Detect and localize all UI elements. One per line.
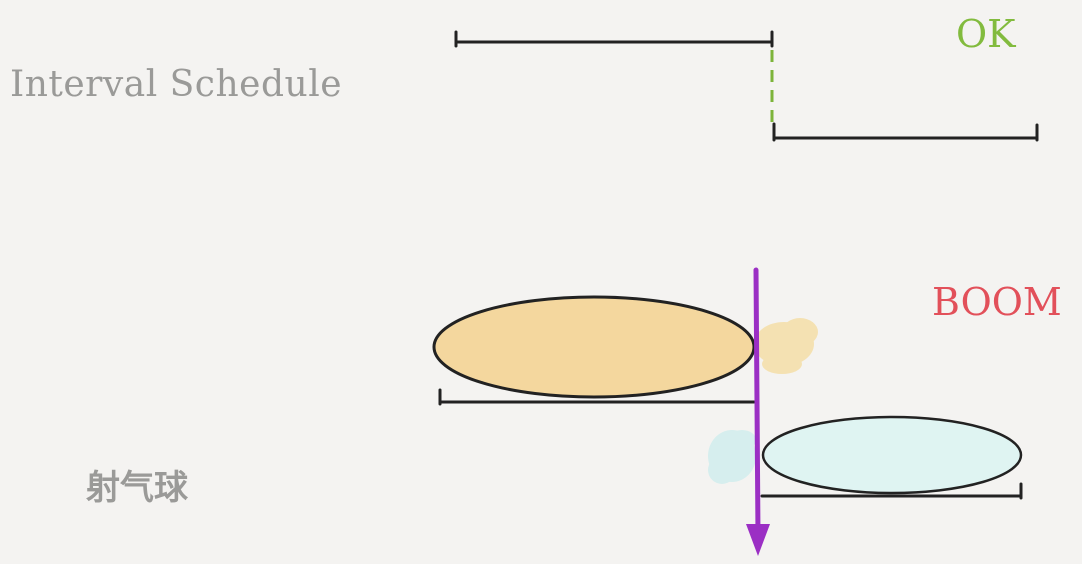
interval-2	[772, 122, 1039, 142]
balloon-2	[761, 415, 1023, 495]
boom-label: BOOM	[932, 280, 1062, 324]
balloon-1	[432, 295, 756, 399]
balloon-1-splash	[754, 318, 818, 374]
ok-label: OK	[956, 12, 1016, 56]
arrow	[746, 267, 770, 556]
interval-1	[454, 30, 774, 48]
balloon-1-interval	[438, 388, 756, 406]
interval-schedule-label: Interval Schedule	[10, 64, 343, 105]
balloon-label: 射气球	[86, 468, 188, 508]
balloon-2-splash	[708, 430, 756, 484]
balloon-2-interval	[760, 482, 1023, 500]
